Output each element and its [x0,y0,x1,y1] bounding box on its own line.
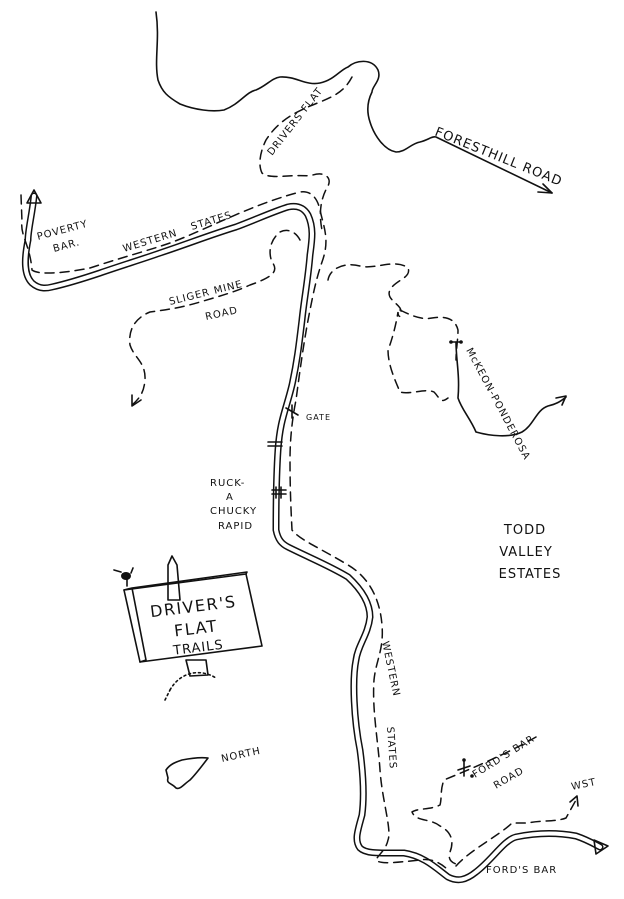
mckeon-loop-trail [327,263,459,402]
north-arrowhead-icon [165,756,209,790]
label-fords-bar-road: FORD'S BAR [471,733,537,780]
label-sliger-mine: SLIGER MINE [168,279,244,308]
arrow-icon [555,395,567,406]
label-bar: BAR. [52,237,81,255]
fords-bar-arrow-icon [593,839,609,855]
label-chucky: CHUCKY [210,506,257,517]
wst-trail [455,799,577,867]
arrow-icon [131,394,142,407]
arrow-icon [537,183,553,194]
sign-line-2: FLAT [173,616,219,640]
gate-marker-icon [457,759,471,777]
label-sliger-road: ROAD [204,305,239,323]
label-drivers-flat: DRIVERS FLAT [266,86,326,158]
western-states-trail [20,191,449,871]
label-gate: GATE [306,413,331,422]
fords-bar-road-trail [411,736,537,865]
sign-line-3: TRAILS [171,638,224,659]
arrow-icon [569,795,579,807]
drivers-flat-trail [259,76,353,231]
label-a: A [226,492,234,503]
label-fords-bar: FORD'S BAR [486,865,557,876]
rapid-marker-icon [267,441,287,499]
label-wst: WST [570,777,597,793]
label-todd: TODD [503,523,546,538]
bird-icon [113,567,134,587]
gate-marker-icon [285,404,299,419]
sliger-mine-road-trail [128,229,301,406]
mckeon-ponderosa-road [455,341,567,437]
label-mckeon-ponderosa: McKEON-PONDEROSA [463,346,532,462]
label-states-2: STATES [384,726,398,769]
label-north: NORTH [220,746,262,765]
poverty-bar-arrow-icon [26,189,42,204]
sign-line-1: DRIVER'S [149,592,238,621]
drivers-flat-sign [123,555,263,701]
label-western-2: WESTERN [379,640,401,697]
foresthill-road-line [155,11,553,194]
label-foresthill-road: FORESTHILL ROAD [433,125,565,190]
label-fords-bar-road-2: ROAD [492,765,526,791]
label-poverty: POVERTY [36,219,89,243]
label-rapid: RAPID [218,521,253,532]
label-valley: VALLEY [499,545,553,560]
label-ruck: RUCK- [210,478,245,489]
label-estates: ESTATES [499,567,562,582]
